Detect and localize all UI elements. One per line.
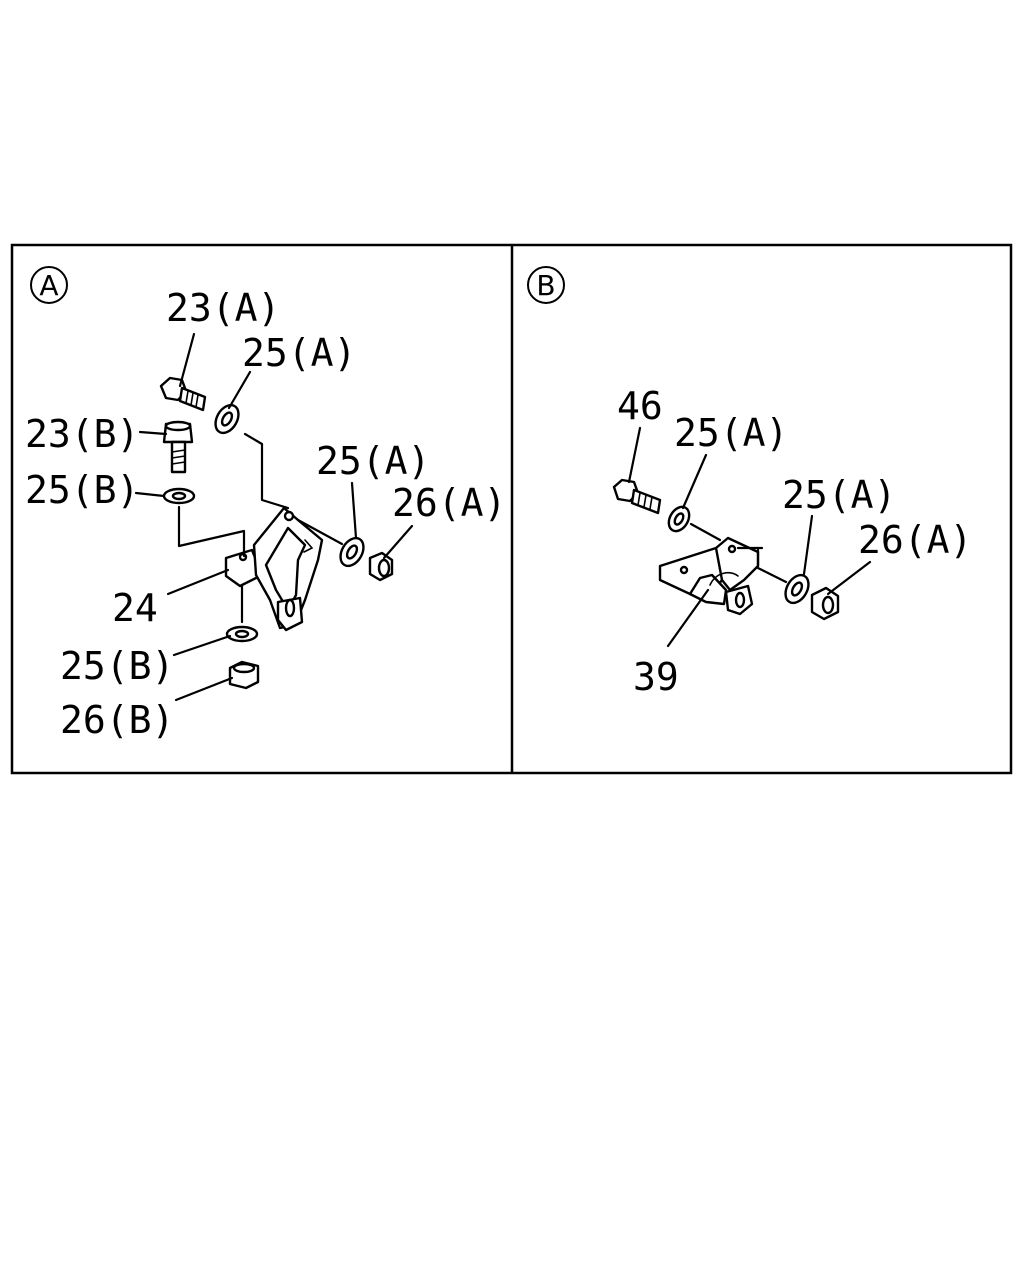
- callout-26b: 26(B): [60, 698, 174, 742]
- callout-25a-right: 25(A): [316, 439, 430, 483]
- panel-a-leader-lines: [134, 332, 414, 702]
- callout-25a-left-b: 25(A): [674, 411, 788, 455]
- washer-25a-left-icon: [667, 505, 691, 533]
- bolt-23a-icon: [159, 376, 207, 412]
- bolt-46-icon: [612, 478, 662, 515]
- panel-a: A: [25, 266, 506, 742]
- panel-a-marker-letter: A: [39, 269, 58, 302]
- washer-25a-right-b-icon: [784, 573, 810, 605]
- callout-39: 39: [633, 655, 679, 699]
- panel-a-marker: A: [30, 266, 68, 304]
- callout-25a-top: 25(A): [242, 331, 356, 375]
- callout-23b: 23(B): [25, 412, 139, 456]
- callout-25b-bottom: 25(B): [60, 644, 174, 688]
- callout-26a-b: 26(A): [858, 518, 972, 562]
- nut-26a-b-icon: [810, 586, 840, 621]
- callout-24: 24: [112, 586, 158, 630]
- panel-b-marker-letter: B: [536, 269, 555, 302]
- callout-23a: 23(A): [166, 286, 280, 330]
- bracket-24-icon: [224, 506, 324, 632]
- washer-25b-left-icon: [162, 487, 196, 505]
- bolt-23b-icon: [162, 420, 194, 474]
- washer-25b-bottom-icon: [225, 625, 259, 643]
- panel-b-leader-lines: [627, 426, 872, 648]
- washer-25a-top-icon: [214, 403, 240, 435]
- nut-26a-icon: [368, 551, 394, 582]
- callout-26a: 26(A): [392, 481, 506, 525]
- callout-25b-left: 25(B): [25, 468, 139, 512]
- callout-46: 46: [617, 384, 663, 428]
- callout-25a-right-b: 25(A): [782, 473, 896, 517]
- washer-25a-right-icon: [339, 536, 365, 568]
- panel-b-marker: B: [527, 266, 565, 304]
- bracket-39-icon: [658, 536, 760, 616]
- nut-26b-icon: [228, 660, 260, 690]
- panel-b: B: [527, 266, 972, 699]
